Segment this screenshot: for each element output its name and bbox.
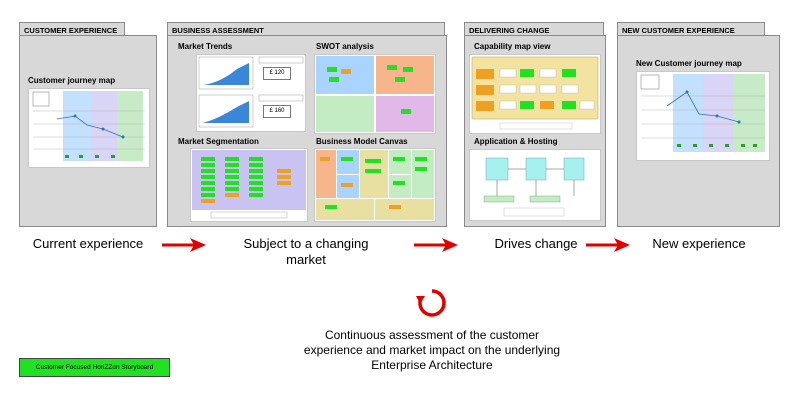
tab-business-assessment: BUSINESS ASSESSMENT: [167, 22, 445, 36]
market-segmentation-thumbnail: [190, 148, 308, 222]
section-title-business-model-canvas: Business Model Canvas: [316, 137, 408, 146]
tab-customer-experience: CUSTOMER EXPERIENCE: [19, 22, 125, 36]
market-trends-value-2: £ 160: [263, 105, 291, 118]
cycle-icon: [416, 289, 446, 317]
flow-label-changing-market: Subject to a changing market: [243, 236, 369, 267]
section-title-customer-journey-map: Customer journey map: [28, 76, 116, 85]
customer-journey-map-thumbnail: [28, 88, 150, 168]
section-title-market-segmentation: Market Segmentation: [178, 137, 259, 146]
flow-label-current-experience: Current experience: [32, 236, 144, 251]
legend-storyboard: Customer Focused HoriZZon Storyboard: [19, 358, 170, 377]
section-title-market-trends: Market Trends: [178, 42, 233, 51]
section-title-new-customer-journey-map: New Customer journey map: [636, 59, 742, 68]
market-trends-thumbnail: £ 120 £ 160: [196, 54, 306, 132]
tab-new-customer-experience: NEW CUSTOMER EXPERIENCE: [617, 22, 765, 36]
arrow-to-new-experience: [586, 238, 630, 252]
panel-new-customer-experience: New Customer journey map: [617, 35, 780, 227]
panel-customer-experience: Customer journey map: [19, 35, 157, 227]
new-customer-journey-map-thumbnail: [636, 71, 770, 161]
tab-delivering-change: DELIVERING CHANGE: [464, 22, 604, 36]
section-title-capability-map-view: Capability map view: [474, 42, 551, 51]
cycle-note: Continuous assessment of the customer ex…: [303, 328, 561, 372]
arrow-to-change: [414, 238, 458, 252]
panel-business-assessment: Market Trends £ 120 £ 160 SWOT analysis …: [167, 35, 447, 227]
application-hosting-thumbnail: [469, 149, 601, 221]
section-title-application-hosting: Application & Hosting: [474, 137, 558, 146]
market-trends-value-1: £ 120: [263, 67, 291, 80]
flow-label-new-experience: New experience: [652, 236, 746, 251]
flow-label-drives-change: Drives change: [494, 236, 578, 251]
capability-map-thumbnail: [469, 54, 601, 134]
arrow-to-assessment: [162, 238, 206, 252]
panel-delivering-change: Capability map view Application & Hostin…: [464, 35, 606, 227]
section-title-swot-analysis: SWOT analysis: [316, 42, 374, 51]
business-model-canvas-thumbnail: [314, 148, 436, 222]
swot-analysis-thumbnail: [314, 54, 436, 134]
